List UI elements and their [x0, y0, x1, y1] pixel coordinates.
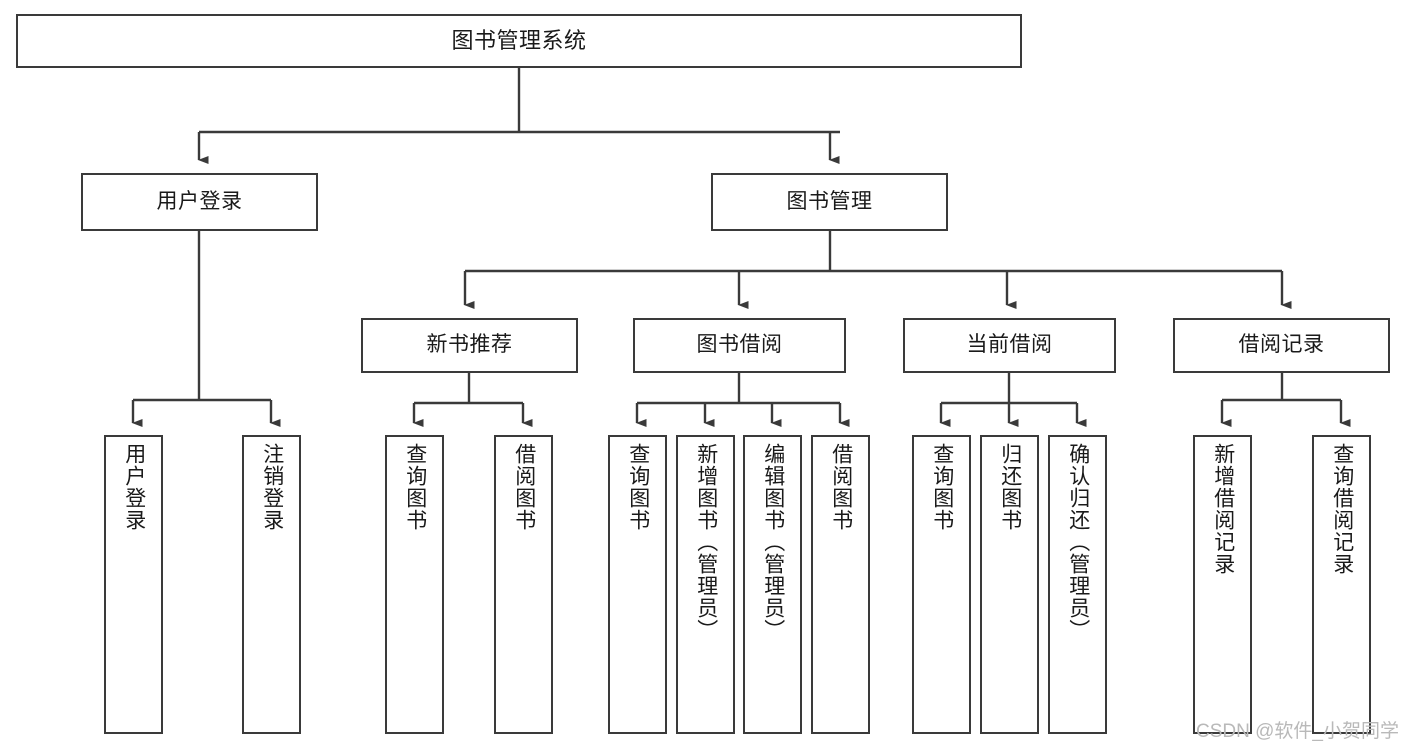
leaf-edit-book-admin[interactable]: 编辑图书（管理员）	[743, 435, 802, 734]
leaf-query-book-current[interactable]: 查询图书	[912, 435, 971, 734]
leaf-add-borrow-record[interactable]: 新增借阅记录	[1193, 435, 1252, 734]
node-label: 新增图书（管理员）	[694, 443, 718, 641]
csdn-watermark: CSDN @软件_小贺同学	[1196, 721, 1399, 742]
node-label: 查询借阅记录	[1330, 443, 1354, 575]
node-current-borrow[interactable]: 当前借阅	[903, 318, 1116, 373]
node-label: 确认归还（管理员）	[1066, 443, 1090, 641]
node-label: 编辑图书（管理员）	[761, 443, 785, 641]
node-user-login[interactable]: 用户登录	[81, 173, 318, 231]
node-label: 查询图书	[930, 443, 954, 531]
leaf-confirm-return-admin[interactable]: 确认归还（管理员）	[1048, 435, 1107, 734]
leaf-borrow-book-borrow[interactable]: 借阅图书	[811, 435, 870, 734]
node-label: 新增借阅记录	[1211, 443, 1235, 575]
leaf-logout-login[interactable]: 注销登录	[242, 435, 301, 734]
node-label: 归还图书	[998, 443, 1022, 531]
node-label: 新书推荐	[426, 333, 513, 357]
node-new-book-recommend[interactable]: 新书推荐	[361, 318, 578, 373]
leaf-query-book-borrow[interactable]: 查询图书	[608, 435, 667, 734]
node-label: 图书管理	[786, 189, 873, 213]
node-label: 借阅图书	[512, 443, 536, 531]
node-label: 图书借阅	[696, 333, 783, 357]
leaf-return-book[interactable]: 归还图书	[980, 435, 1039, 734]
node-book-borrow[interactable]: 图书借阅	[633, 318, 846, 373]
node-label: 注销登录	[260, 443, 284, 531]
node-label: 当前借阅	[966, 333, 1053, 357]
leaf-borrow-book-recommend[interactable]: 借阅图书	[494, 435, 553, 734]
node-label: 查询图书	[403, 443, 427, 531]
node-label: 借阅图书	[829, 443, 853, 531]
node-label: 查询图书	[626, 443, 650, 531]
leaf-add-book-admin[interactable]: 新增图书（管理员）	[676, 435, 735, 734]
leaf-query-book-recommend[interactable]: 查询图书	[385, 435, 444, 734]
leaf-user-login[interactable]: 用户登录	[104, 435, 163, 734]
node-label: 图书管理系统	[451, 28, 587, 54]
node-label: 用户登录	[156, 189, 243, 213]
node-borrow-record[interactable]: 借阅记录	[1173, 318, 1390, 373]
node-label: 用户登录	[122, 443, 146, 531]
node-label: 借阅记录	[1238, 333, 1325, 357]
node-root-book-management-system[interactable]: 图书管理系统	[16, 14, 1022, 68]
node-book-management[interactable]: 图书管理	[711, 173, 948, 231]
leaf-query-borrow-record[interactable]: 查询借阅记录	[1312, 435, 1371, 734]
